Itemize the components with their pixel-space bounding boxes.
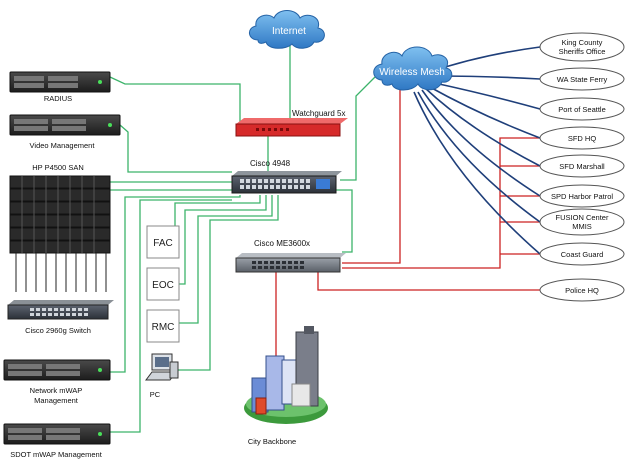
green-links	[109, 46, 381, 433]
cisco-4948-switch: Cisco 4948	[231, 159, 342, 194]
endpoint-sfd-hq: SFD HQ	[539, 126, 625, 150]
radius-server: RADIUS	[9, 71, 111, 103]
pc-label: PC	[150, 390, 161, 399]
hp-san-stack: HP P4500 SAN	[9, 163, 111, 292]
video-management-label: Video Management	[30, 141, 96, 150]
king-county-label-2: Sheriffs Office	[559, 47, 606, 56]
coast-guard-label: Coast Guard	[561, 250, 604, 259]
cisco-me3600x-switch: Cisco ME3600x	[235, 239, 346, 273]
sdot-mwap-label: SDOT mWAP Management	[10, 450, 102, 459]
port-seattle-label: Port of Seattle	[558, 105, 606, 114]
internet-label: Internet	[272, 26, 306, 37]
fusion-label-1: FUSION Center	[556, 213, 609, 222]
san-cables	[15, 253, 107, 292]
eoc-label: EOC	[152, 280, 174, 291]
king-county-label-1: King County	[562, 38, 603, 47]
fusion-label-2: MMIS	[572, 222, 592, 231]
cisco-4948-label: Cisco 4948	[250, 159, 291, 168]
spd-harbor-label: SPD Harbor Patrol	[551, 192, 613, 201]
endpoint-wa-ferry: WA State Ferry	[539, 67, 625, 91]
endpoint-fusion-center: FUSION Center MMIS	[539, 208, 625, 236]
city-backbone-icon: City Backbone	[244, 326, 328, 446]
endpoint-sfd-marshall: SFD Marshall	[539, 154, 625, 178]
radius-label: RADIUS	[44, 94, 72, 103]
watchguard-firewall: Watchguard 5x	[235, 109, 348, 137]
city-backbone-label: City Backbone	[248, 437, 296, 446]
police-hq-label: Police HQ	[565, 286, 599, 295]
wireless-mesh-label: Wireless Mesh	[379, 67, 445, 78]
cisco-me3600x-label: Cisco ME3600x	[254, 239, 310, 248]
eoc-box: EOC	[146, 267, 180, 301]
hp-san-label: HP P4500 SAN	[32, 163, 84, 172]
wa-ferry-label: WA State Ferry	[557, 75, 608, 84]
network-mwap-label-2: Management	[34, 396, 79, 405]
endpoint-port-seattle: Port of Seattle	[539, 97, 625, 121]
rmc-label: RMC	[152, 322, 175, 333]
fac-label: FAC	[153, 238, 172, 249]
cisco-2960g-label: Cisco 2960g Switch	[25, 326, 91, 335]
red-links	[275, 90, 540, 370]
pc-icon: PC	[145, 353, 179, 399]
sfd-hq-label: SFD HQ	[568, 134, 597, 143]
cisco-2960g-switch: Cisco 2960g Switch	[7, 300, 114, 335]
endpoint-coast-guard: Coast Guard	[539, 242, 625, 266]
watchguard-label: Watchguard 5x	[292, 109, 346, 118]
internet-cloud: Internet	[249, 10, 325, 49]
network-mwap-label-1: Network mWAP	[30, 386, 83, 395]
video-management-server: Video Management	[9, 114, 121, 150]
wireless-mesh-cloud: Wireless Mesh	[373, 46, 453, 91]
endpoint-spd-harbor: SPD Harbor Patrol	[539, 184, 625, 208]
fac-box: FAC	[146, 225, 180, 259]
network-mwap-server: Network mWAP Management	[3, 359, 111, 405]
endpoint-police-hq: Police HQ	[539, 278, 625, 302]
sdot-mwap-server: SDOT mWAP Management	[3, 423, 111, 459]
sfd-marshall-label: SFD Marshall	[559, 162, 605, 171]
endpoint-king-county: King County Sheriffs Office	[539, 32, 625, 62]
rmc-box: RMC	[146, 309, 180, 343]
san-units	[9, 175, 111, 254]
